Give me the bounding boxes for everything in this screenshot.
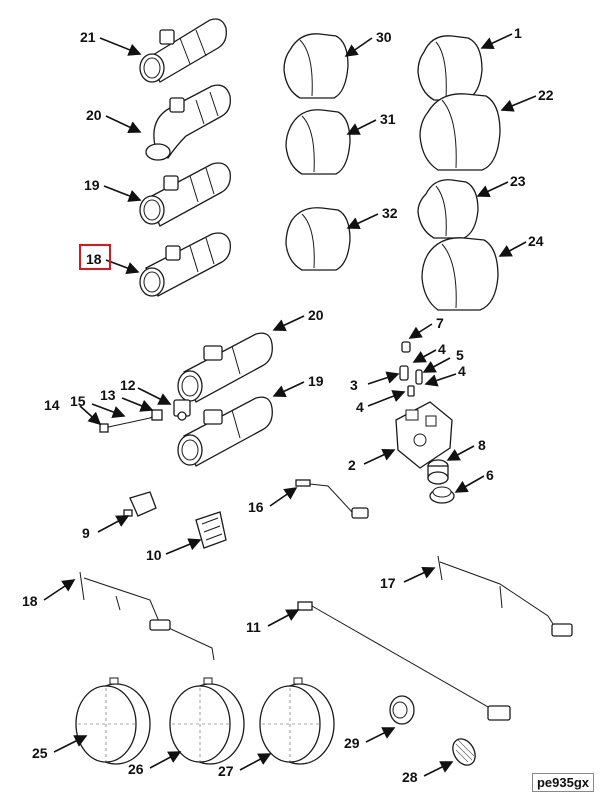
callout-20: 20: [308, 307, 324, 323]
sensor-group-12-15: [99, 399, 191, 433]
pipe-assembly-20: [177, 332, 273, 403]
callout-21: 18: [86, 251, 102, 267]
callout-10: 10: [146, 547, 162, 563]
cap-6: [429, 486, 455, 504]
callout-4a: 4: [438, 341, 446, 357]
callout-14: 14: [44, 397, 60, 413]
callout-5: 5: [456, 347, 464, 363]
callout-arrows: [43, 33, 537, 777]
heat-shield-27: [421, 237, 499, 311]
callout-24: 21: [80, 29, 96, 45]
callout-16: 16: [248, 499, 264, 515]
callout-6: 6: [486, 467, 494, 483]
callout-29: 26: [128, 761, 144, 777]
valve-assembly-2: [395, 341, 453, 469]
callout-labels: 21 20 19 18 30 31 32 1 22 23 24 20 19 7 …: [22, 25, 554, 785]
callout-1: 1: [514, 25, 522, 41]
callout-27: 24: [528, 233, 544, 249]
callout-33: 30: [376, 29, 392, 45]
callout-3: 3: [350, 377, 358, 393]
callout-12: 12: [120, 377, 136, 393]
disc-guard-28: [75, 677, 151, 765]
callout-4b: 4: [458, 363, 466, 379]
callout-34: 31: [380, 111, 396, 127]
cover-32: [389, 695, 415, 725]
callout-26: 23: [510, 173, 526, 189]
wiring-harness-11: [297, 601, 511, 721]
pipe-assembly-21: [139, 232, 231, 297]
highlight-box-callout-21: [79, 244, 111, 270]
callout-23: 20: [86, 107, 102, 123]
heat-shield-25: [419, 93, 501, 171]
callout-7: 7: [436, 315, 444, 331]
pipe-assembly-23: [145, 84, 231, 161]
callout-15: 15: [70, 393, 86, 409]
callout-2: 2: [348, 457, 356, 473]
callout-18: 18: [22, 593, 38, 609]
callout-17: 17: [380, 575, 396, 591]
heat-shield-33: [283, 33, 349, 99]
callout-32: 29: [344, 735, 360, 751]
control-module-10: [195, 511, 227, 549]
heat-shield-35: [285, 207, 351, 271]
wiring-harness-17: [437, 555, 573, 637]
disc-guard-29: [169, 677, 245, 765]
callout-19: 19: [308, 373, 324, 389]
pipe-assembly-22: [139, 162, 231, 227]
pipe-assembly-19: [177, 396, 273, 467]
grille-31: [452, 738, 476, 766]
callout-8: 8: [478, 437, 486, 453]
callout-11: 11: [246, 619, 261, 635]
wiring-harness-18: [79, 571, 215, 661]
cap-8: [427, 459, 449, 485]
sensor-harness-16: [295, 479, 369, 519]
sensor-module-9: [123, 491, 157, 517]
callout-22: 19: [84, 177, 100, 193]
heat-shield-34: [285, 109, 351, 175]
callout-28: 25: [32, 745, 48, 761]
callout-9: 9: [82, 525, 90, 541]
callout-35: 32: [382, 205, 398, 221]
callout-4c: 4: [356, 399, 364, 415]
diagram-reference-code: pe935gx: [531, 773, 594, 792]
callout-31: 28: [402, 769, 418, 785]
callout-30: 27: [218, 763, 234, 779]
callout-25: 22: [538, 87, 554, 103]
callout-13: 13: [100, 387, 116, 403]
heat-shield-1: [417, 35, 483, 101]
heat-shield-26: [417, 179, 479, 239]
disc-guard-30: [259, 677, 335, 765]
pipe-assembly-24: [139, 18, 227, 83]
